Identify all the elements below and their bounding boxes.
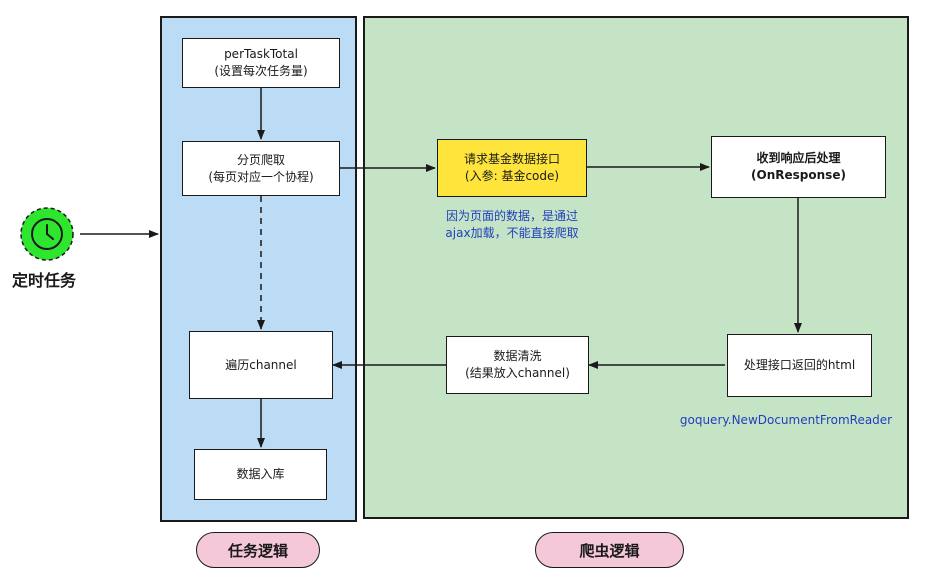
node-process-html[interactable]: 处理接口返回的html bbox=[727, 334, 872, 397]
timer-trigger-label: 定时任务 bbox=[12, 271, 77, 290]
node-data-store-title: 数据入库 bbox=[236, 467, 285, 481]
node-request-api-title: 请求基金数据接口 bbox=[463, 152, 560, 166]
node-iterate-channel-title: 遍历channel bbox=[225, 357, 297, 372]
node-per-task-total-subtitle: (设置每次任务量) bbox=[214, 64, 308, 78]
goquery-note: goquery.NewDocumentFromReader bbox=[679, 413, 893, 427]
node-request-api-subtitle: (入参: 基金code) bbox=[464, 169, 560, 183]
timer-trigger bbox=[19, 206, 75, 262]
crawler-logic-label: 爬虫逻辑 bbox=[535, 532, 684, 568]
node-request-api[interactable]: 请求基金数据接口 (入参: 基金code) bbox=[437, 139, 587, 197]
node-process-html-title: 处理接口返回的html bbox=[743, 358, 856, 372]
node-iterate-channel[interactable]: 遍历channel bbox=[189, 331, 333, 399]
task-logic-label: 任务逻辑 bbox=[196, 532, 320, 568]
task-logic-region bbox=[160, 16, 357, 522]
clock-icon bbox=[20, 207, 74, 261]
ajax-note-line1: 因为页面的数据，是通过 bbox=[445, 209, 578, 223]
node-paging-crawl[interactable]: 分页爬取 (每页对应一个协程) bbox=[182, 141, 340, 196]
node-on-response-subtitle: (OnResponse) bbox=[751, 168, 846, 182]
ajax-note-line2: ajax加载，不能直接爬取 bbox=[445, 226, 579, 240]
node-data-clean-subtitle: (结果放入channel) bbox=[465, 366, 570, 380]
ajax-note: 因为页面的数据，是通过 ajax加载，不能直接爬取 bbox=[402, 208, 622, 242]
node-on-response-title: 收到响应后处理 bbox=[756, 151, 841, 165]
crawler-logic-region bbox=[363, 16, 909, 519]
node-paging-crawl-title: 分页爬取 bbox=[236, 152, 285, 167]
node-data-clean[interactable]: 数据清洗 (结果放入channel) bbox=[446, 336, 589, 394]
node-per-task-total[interactable]: perTaskTotal (设置每次任务量) bbox=[182, 38, 340, 88]
node-paging-crawl-subtitle: (每页对应一个协程) bbox=[208, 169, 314, 184]
node-data-clean-title: 数据清洗 bbox=[493, 349, 542, 363]
node-on-response[interactable]: 收到响应后处理 (OnResponse) bbox=[711, 136, 886, 198]
node-per-task-total-title: perTaskTotal bbox=[224, 47, 298, 61]
node-data-store[interactable]: 数据入库 bbox=[194, 449, 327, 500]
